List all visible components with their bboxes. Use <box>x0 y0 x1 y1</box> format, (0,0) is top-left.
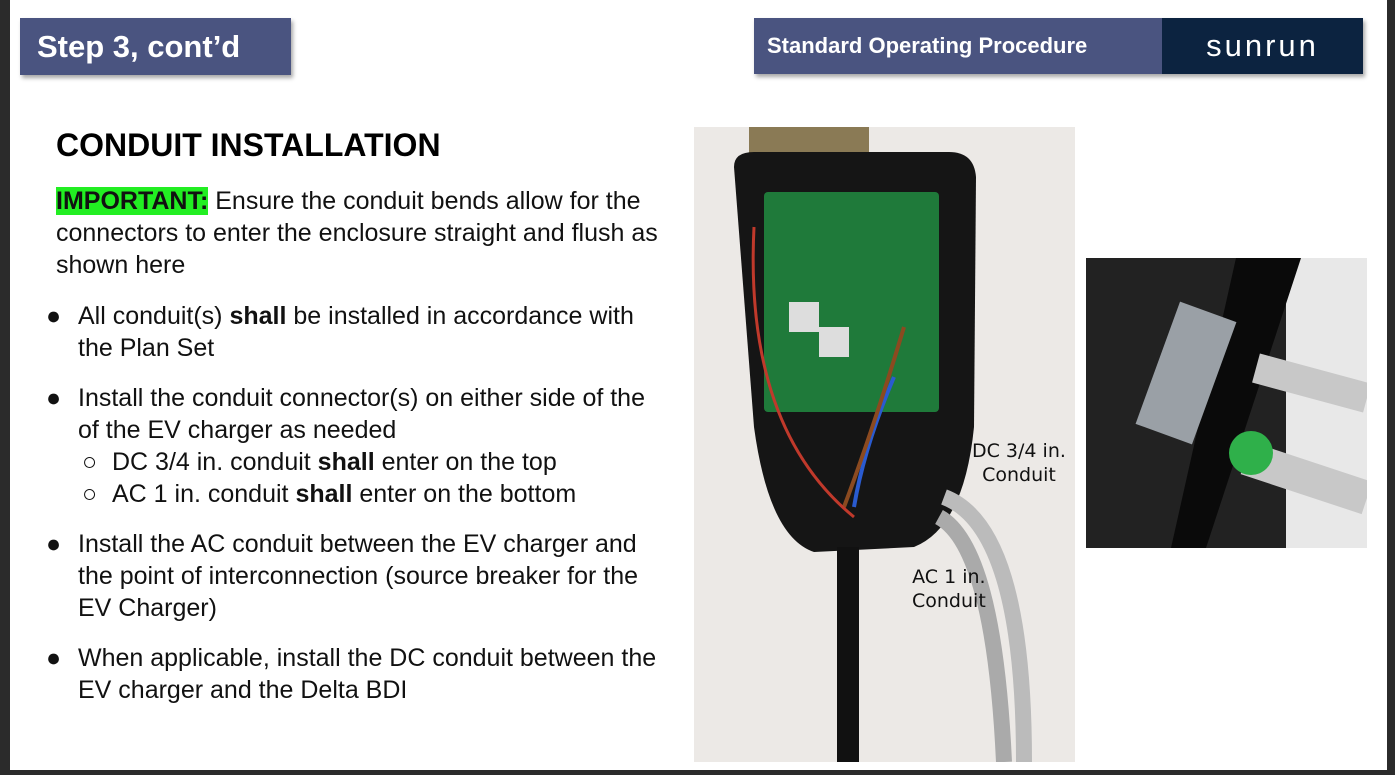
dc-conduit-label: DC 3/4 in.Conduit <box>972 439 1066 487</box>
conduit-closeup-illustration <box>1135 258 1367 548</box>
label-line: Conduit <box>982 464 1056 486</box>
slide: Step 3, cont’d Standard Operating Proced… <box>10 0 1387 770</box>
important-note: IMPORTANT: Ensure the conduit bends allo… <box>56 185 666 281</box>
step-banner: Step 3, cont’d <box>20 18 291 75</box>
label-line: AC 1 in. <box>912 566 986 588</box>
bullet-icon: ● <box>46 530 62 558</box>
bullet-list: ● All conduit(s) shall be installed in ac… <box>46 300 666 364</box>
text: All conduit(s) <box>78 302 230 330</box>
sop-label: Standard Operating Procedure <box>767 33 1088 58</box>
ev-charger-photo: DC 3/4 in.Conduit AC 1 in.Conduit <box>694 127 1075 762</box>
bullet-list: ● Install the conduit connector(s) on eit… <box>46 382 666 510</box>
bullet-icon: ● <box>46 302 62 330</box>
conduit-closeup-photo <box>1086 258 1367 548</box>
section-title: CONDUIT INSTALLATION <box>56 127 441 163</box>
circle-bullet-icon: ○ <box>82 480 98 508</box>
list-item: ● All conduit(s) shall be installed in ac… <box>46 300 638 364</box>
ac-conduit-label: AC 1 in.Conduit <box>912 565 986 613</box>
bold-text: shall <box>295 480 353 508</box>
important-text: Ensure the conduit bends allow for the c… <box>56 187 658 279</box>
text: be installed in accordance with the Plan… <box>78 302 634 362</box>
label-line: DC 3/4 in. <box>972 440 1066 462</box>
text: DC 3/4 in. conduit <box>112 448 318 476</box>
bullet-icon: ● <box>46 644 62 672</box>
bold-text: shall <box>317 448 375 476</box>
sop-banner: Standard Operating Procedure sunrun <box>754 18 1363 74</box>
sub-list-item: ○ DC 3/4 in. conduit shall enter on the t… <box>46 446 666 478</box>
sunrun-logo: sunrun <box>1162 18 1363 74</box>
text: When applicable, install the DC conduit … <box>78 644 657 704</box>
text: enter on the top <box>374 448 557 476</box>
text: AC 1 in. conduit <box>112 480 296 508</box>
list-item: ● Install the AC conduit between the EV c… <box>46 528 668 624</box>
text: Install the AC conduit between the EV ch… <box>78 530 639 622</box>
ev-charger-illustration <box>734 127 1032 762</box>
bullet-list: ● Install the AC conduit between the EV c… <box>46 528 666 624</box>
label-line: Conduit <box>912 590 986 612</box>
circle-bullet-icon: ○ <box>82 448 98 476</box>
bullet-list: ● When applicable, install the DC conduit… <box>46 642 666 706</box>
text: enter on the bottom <box>352 480 577 508</box>
sub-list-item: ○ AC 1 in. conduit shall enter on the bot… <box>46 478 666 510</box>
list-item: ● When applicable, install the DC conduit… <box>46 642 678 706</box>
list-item: ● Install the conduit connector(s) on eit… <box>46 382 658 446</box>
text: Install the conduit connector(s) on eith… <box>78 384 645 444</box>
bold-text: shall <box>229 302 287 330</box>
bullet-icon: ● <box>46 384 62 412</box>
important-label: IMPORTANT: <box>56 187 209 215</box>
